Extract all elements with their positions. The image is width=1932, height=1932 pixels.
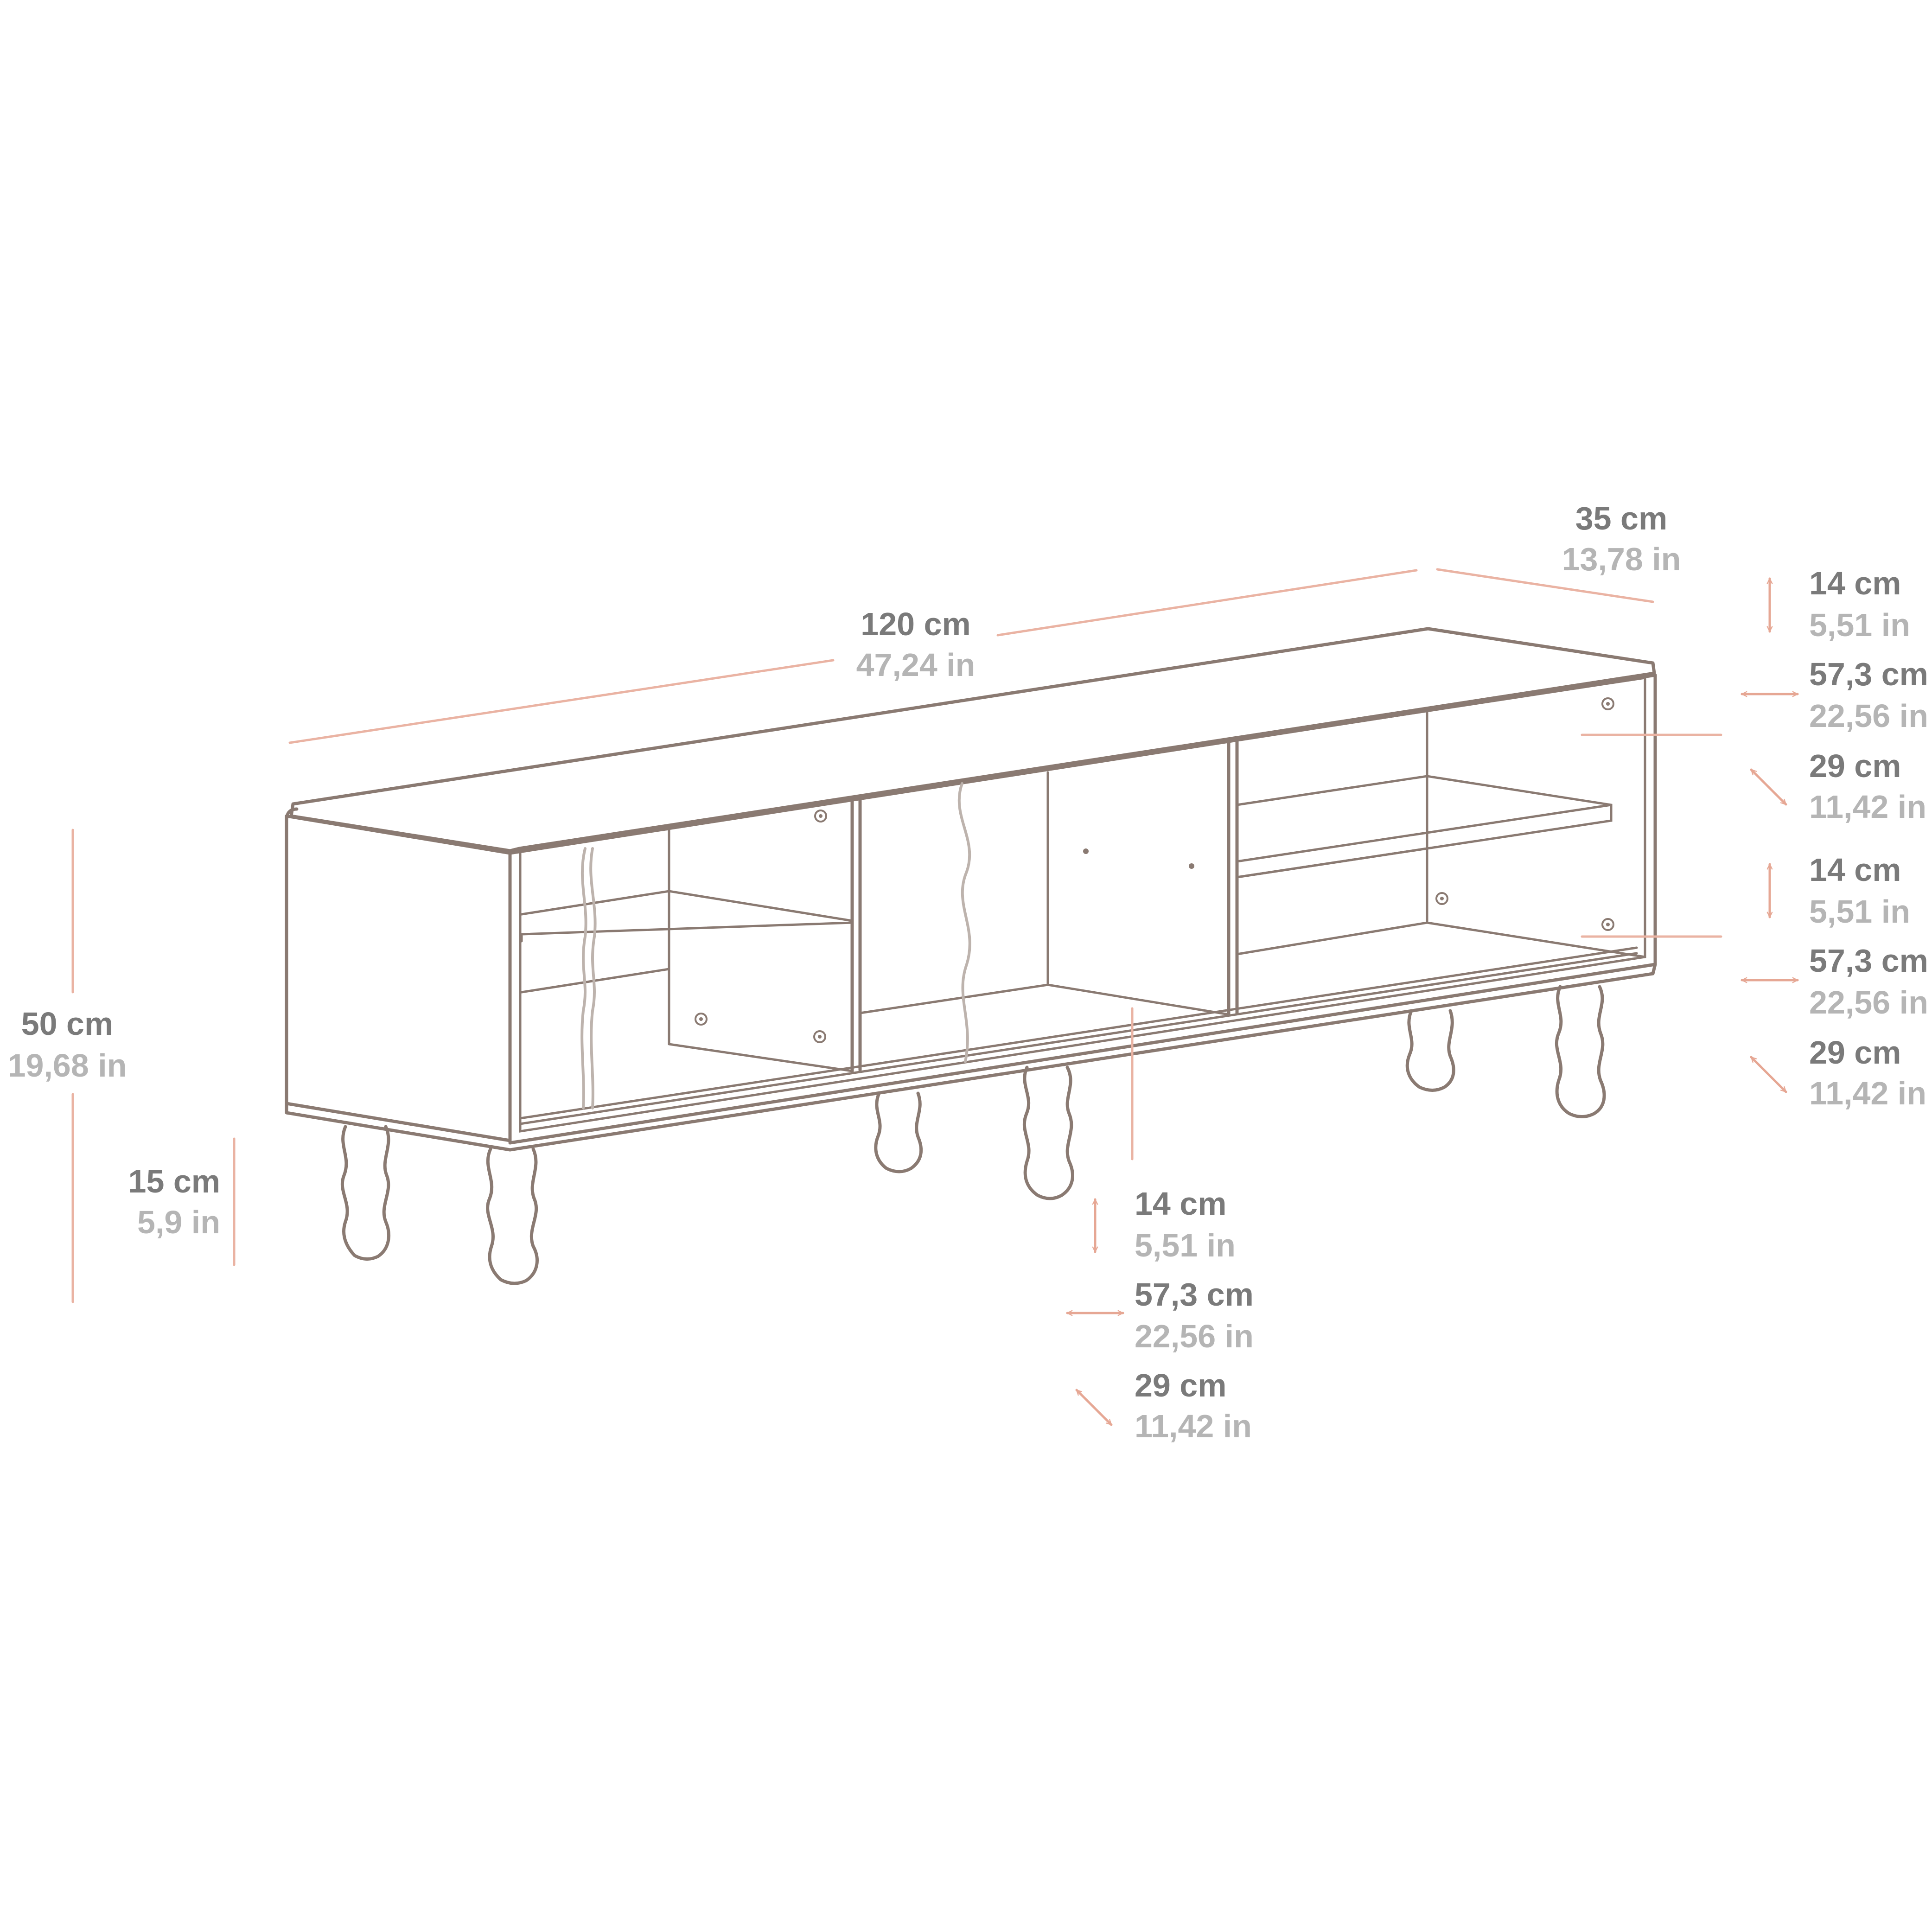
compartment-height-cm: 14 cm — [1809, 852, 1901, 888]
compartment-width-cm: 57,3 cm — [1809, 656, 1928, 692]
legs — [340, 985, 1606, 1285]
depth-arrow-icon — [1750, 1056, 1787, 1093]
center-floor — [859, 983, 1230, 1016]
screw — [695, 1013, 708, 1026]
right-lower-back — [1236, 847, 1428, 879]
length-in-label: 47,24 in — [856, 647, 976, 683]
screw — [1083, 848, 1089, 854]
screw — [814, 810, 827, 823]
leg-right-front — [1555, 985, 1606, 1118]
screw — [1601, 697, 1614, 710]
compartment-depth-in: 11,42 in — [1809, 789, 1926, 825]
depth-arrow-icon — [1750, 768, 1787, 806]
center-right-divider — [1227, 739, 1239, 1016]
leg-front-left — [340, 1125, 390, 1261]
leg-center-front — [1023, 1065, 1074, 1200]
leg-height-cm-label: 15 cm — [128, 1163, 220, 1199]
compartment-width-in: 22,56 in — [1809, 984, 1928, 1020]
depth-arrow-icon — [1075, 1389, 1113, 1426]
compartment-height-in: 5,51 in — [1135, 1227, 1236, 1263]
depth-line — [1436, 568, 1654, 603]
arrows — [1066, 577, 1799, 1426]
tv-stand — [285, 627, 1657, 1285]
screw — [1435, 892, 1448, 905]
left-side-panel — [285, 807, 512, 1142]
compartment-width-cm: 57,3 cm — [1809, 943, 1928, 979]
screw — [813, 1030, 826, 1043]
interior — [520, 710, 1646, 1073]
bottom-plate — [285, 963, 1657, 1152]
height-cm-label: 50 cm — [21, 1006, 113, 1042]
leg-center-back — [874, 1091, 923, 1173]
labels: 120 cm 47,24 in 35 cm 13,78 in 50 cm 19,… — [8, 500, 1928, 1444]
compartment-width-in: 22,56 in — [1809, 698, 1928, 734]
cabinet-shell — [285, 627, 1657, 1152]
glass-doors — [580, 782, 971, 1109]
compartment-depth-in: 11,42 in — [1809, 1075, 1926, 1111]
left-back-top — [520, 828, 670, 851]
length-line-left — [288, 659, 835, 744]
wavy-glass-center — [957, 782, 971, 1063]
compartment-depth-in: 11,42 in — [1135, 1408, 1252, 1444]
right-floor — [1236, 921, 1646, 958]
leg-height-in-label: 5,9 in — [137, 1204, 220, 1240]
depth-cm-label: 35 cm — [1575, 500, 1667, 536]
height-in-label: 19,68 in — [8, 1047, 127, 1084]
compartment-depth-cm: 29 cm — [1809, 1034, 1901, 1071]
leg-front-second — [486, 1147, 539, 1285]
depth-in-label: 13,78 in — [1562, 541, 1681, 577]
left-compartment-divider — [850, 798, 862, 1073]
compartment-height-in: 5,51 in — [1809, 893, 1910, 930]
compartment-height-cm: 14 cm — [1135, 1186, 1226, 1222]
screws — [695, 697, 1614, 1043]
compartment-height-cm: 14 cm — [1809, 565, 1901, 601]
compartment-width-cm: 57,3 cm — [1135, 1276, 1254, 1313]
length-line-right — [996, 569, 1418, 637]
front-frame-inner — [519, 676, 1646, 1133]
length-cm-label: 120 cm — [861, 606, 970, 642]
compartment-depth-cm: 29 cm — [1809, 748, 1901, 784]
compartment-width-in: 22,56 in — [1135, 1318, 1254, 1354]
wavy-glass-left-2 — [589, 847, 597, 1109]
dimension-lines — [71, 568, 1722, 1303]
compartment-height-in: 5,51 in — [1809, 607, 1910, 643]
bottom-rail — [519, 946, 1638, 1125]
screw — [1601, 918, 1614, 931]
wavy-glass-left — [580, 847, 587, 1109]
compartment-depth-cm: 29 cm — [1135, 1367, 1226, 1403]
left-shelf — [520, 890, 854, 1072]
right-shelf — [1236, 775, 1613, 879]
screw — [1189, 863, 1194, 869]
leg-right-back — [1405, 1009, 1455, 1092]
